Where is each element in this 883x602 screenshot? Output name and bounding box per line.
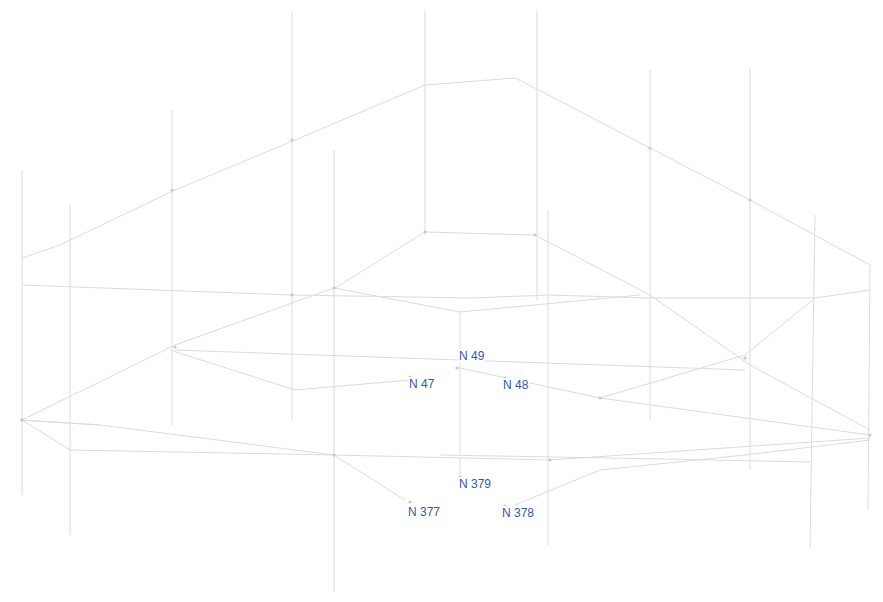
node-number: N 48	[502, 378, 529, 392]
node-number: N 49	[458, 349, 485, 363]
frame-joints	[20, 138, 871, 507]
node-number: N 47	[408, 377, 435, 391]
node-number: N 377	[407, 505, 441, 519]
node-number: N 379	[458, 477, 492, 491]
node-number: N 378	[501, 506, 535, 520]
frame-members	[20, 10, 870, 592]
